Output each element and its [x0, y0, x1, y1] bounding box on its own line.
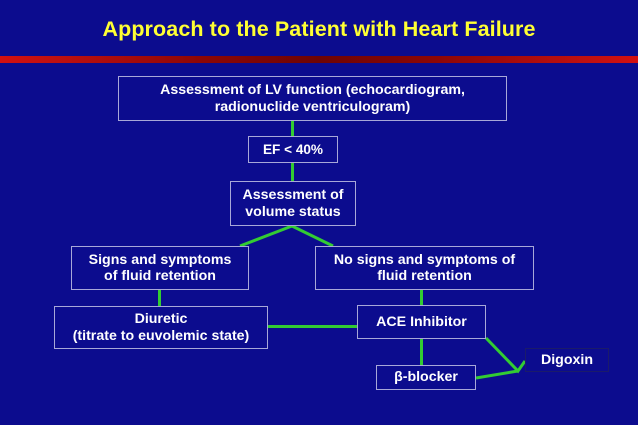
node-line-1: No signs and symptoms of — [333, 251, 516, 268]
connector-lv-to-ef — [291, 120, 294, 137]
title-band: Approach to the Patient with Heart Failu… — [0, 0, 638, 56]
node-signs-fluid-retention[interactable]: Signs and symptoms of fluid retention — [71, 246, 249, 290]
connector-nosigns-to-ace — [420, 289, 423, 306]
node-no-signs-fluid-retention[interactable]: No signs and symptoms of fluid retention — [315, 246, 534, 290]
node-ef-threshold[interactable]: EF < 40% — [248, 136, 338, 163]
node-line-1: β-blocker — [394, 369, 458, 386]
node-line-1: EF < 40% — [262, 141, 324, 157]
node-line-1: Signs and symptoms — [88, 251, 232, 268]
node-line-1: Diuretic — [134, 311, 188, 328]
title-divider-rule — [0, 56, 638, 63]
connector-diuretic-to-ace — [267, 325, 358, 328]
connector-ace-to-digoxin — [484, 336, 527, 374]
node-line-2: (titrate to euvolemic state) — [72, 327, 250, 344]
node-line-2: fluid retention — [377, 268, 472, 284]
connector-ace-to-beta-blocker — [420, 338, 423, 366]
node-line-1: Digoxin — [540, 351, 594, 368]
connector-ef-to-volume — [291, 162, 294, 182]
connector-beta-blocker-to-digoxin — [475, 369, 519, 380]
node-assessment-volume-status[interactable]: Assessment of volume status — [230, 181, 356, 226]
node-ace-inhibitor[interactable]: ACE Inhibitor — [357, 305, 486, 339]
node-line-1: ACE Inhibitor — [376, 313, 467, 330]
connector-signs-to-diuretic — [158, 289, 161, 307]
node-digoxin[interactable]: Digoxin — [525, 348, 609, 372]
node-line-1: Assessment of LV function (echocardiogra… — [160, 82, 465, 99]
node-line-2: volume status — [245, 203, 341, 220]
connector-volume-branch — [239, 224, 334, 248]
page-title: Approach to the Patient with Heart Failu… — [102, 17, 536, 41]
node-diuretic[interactable]: Diuretic (titrate to euvolemic state) — [54, 306, 268, 349]
node-line-1: Assessment of — [242, 187, 344, 204]
node-line-2: of fluid retention — [104, 268, 216, 284]
node-assessment-lv-function[interactable]: Assessment of LV function (echocardiogra… — [118, 76, 507, 121]
node-line-2: radionuclide ventriculogram) — [214, 98, 411, 115]
node-beta-blocker[interactable]: β-blocker — [376, 365, 476, 390]
